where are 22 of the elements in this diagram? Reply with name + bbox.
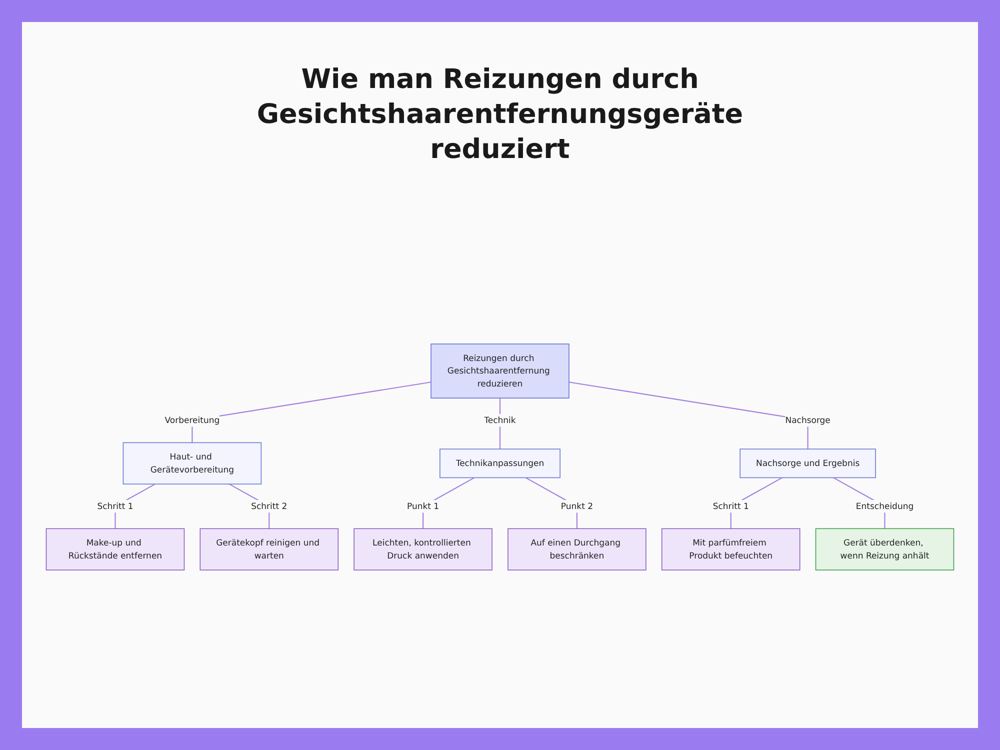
node-box	[122, 442, 262, 484]
node-box	[46, 528, 185, 570]
edge-label: Schritt 2	[251, 501, 288, 512]
node-box	[740, 448, 876, 478]
node-box	[430, 344, 570, 398]
edge-label: Punkt 2	[560, 501, 593, 512]
card-background: Wie man Reizungen durch Gesichtshaarentfernungsgeräte reduziert Vorbereitung Technik Nachsorge Schritt 1 Schritt 2 Punkt 1 Punkt 2 Schritt 1 Entscheidung Reizungen durch Gesichtshaarentfernung reduzieren Haut- und Gerätevorbereitung Technikanpassungen Nachsorge und Ergebnis Make-up und Rückstände entfernen Gerätekopf reinigen und warten Leichten, kontrollierten Druck anwenden Auf einen Durchgang beschränken Mit parfümfreiem Produkt befeuchten Gerät überdenken, wenn Reizung anhält	[22, 22, 978, 728]
edge-label: Punkt 1	[407, 501, 440, 512]
node-box	[815, 528, 954, 570]
node-box	[508, 528, 646, 570]
edge-label: Vorbereitung	[164, 415, 220, 426]
diagram-title: Wie man Reizungen durch Gesichtshaarentfernungsgeräte reduziert	[256, 63, 744, 168]
edge-label: Schritt 1	[97, 501, 134, 512]
edge-label: Schritt 1	[712, 501, 749, 512]
node-box	[440, 448, 560, 478]
connector	[568, 382, 808, 450]
edge-label: Nachsorge	[785, 415, 830, 426]
node-box	[661, 528, 800, 570]
node-box	[200, 528, 339, 570]
node-box	[354, 528, 492, 570]
edge-label: Entscheidung	[856, 501, 914, 512]
edge-label: Technik	[484, 415, 516, 426]
